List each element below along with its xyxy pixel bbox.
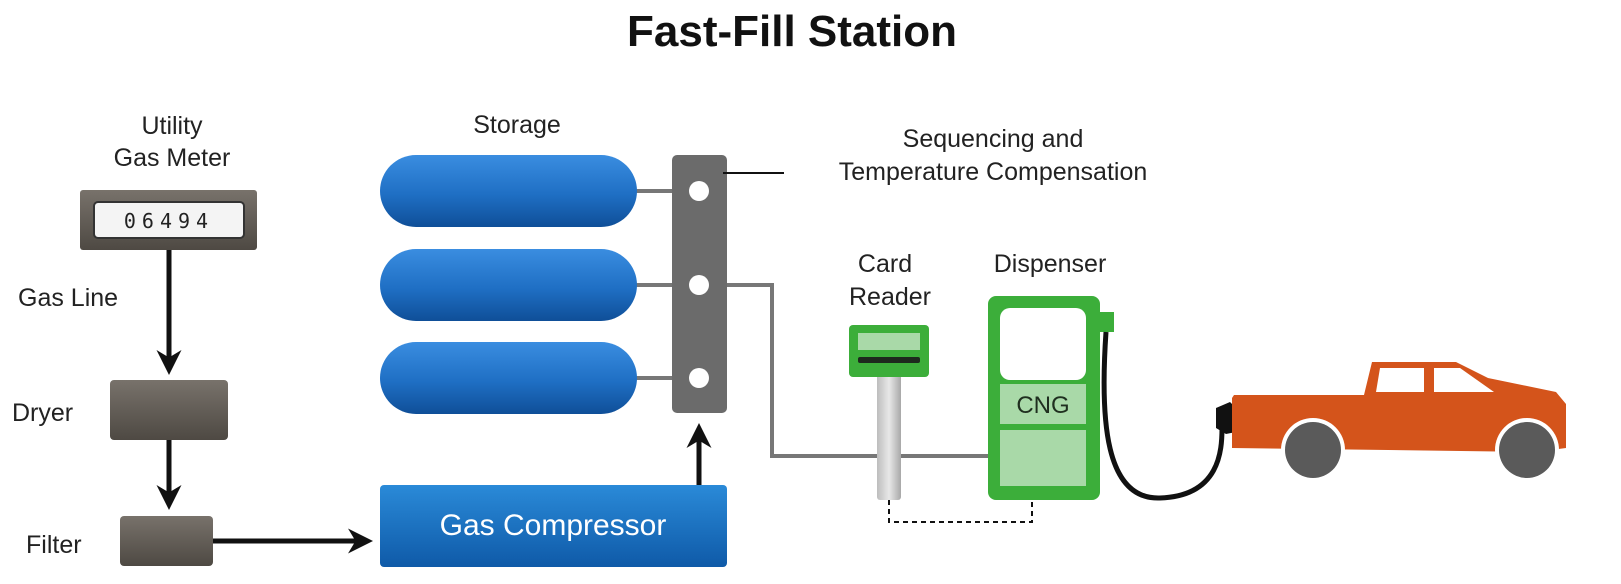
storage-tank-3 bbox=[380, 342, 637, 414]
dryer-label: Dryer bbox=[12, 399, 73, 427]
gas-line-label: Gas Line bbox=[18, 284, 118, 312]
nozzle-holder bbox=[1098, 312, 1114, 332]
utility-label-line2: Gas Meter bbox=[114, 144, 231, 172]
card-reader-head bbox=[849, 325, 929, 377]
filter-box bbox=[120, 516, 213, 566]
filter-label: Filter bbox=[26, 531, 82, 559]
card-reader bbox=[849, 325, 929, 500]
truck-window-front bbox=[1434, 368, 1494, 392]
valve-2 bbox=[689, 275, 709, 295]
valve-3 bbox=[689, 368, 709, 388]
meter-reading: 06494 bbox=[124, 209, 214, 233]
fuel-nozzle bbox=[1216, 402, 1236, 434]
sequencing-label-line1: Sequencing and bbox=[903, 125, 1084, 153]
valve-1 bbox=[689, 181, 709, 201]
gas-compressor: Gas Compressor bbox=[380, 485, 727, 567]
dispenser: CNG bbox=[988, 296, 1114, 500]
sequencing-manifold bbox=[672, 155, 727, 413]
truck-wheel-rear bbox=[1285, 422, 1341, 478]
truck-wheel-front bbox=[1499, 422, 1555, 478]
fuel-hose bbox=[1101, 331, 1225, 501]
sequencing-label-line2: Temperature Compensation bbox=[839, 158, 1148, 186]
card-reader-label-line1: Card bbox=[858, 250, 912, 278]
storage-label: Storage bbox=[473, 111, 561, 139]
utility-label-line1: Utility bbox=[141, 112, 203, 140]
cng-label: CNG bbox=[1016, 392, 1069, 419]
gas-meter: 06494 bbox=[80, 190, 257, 250]
dispenser-label: Dispenser bbox=[994, 250, 1107, 278]
card-reader-pole bbox=[877, 372, 901, 500]
storage-tank-2 bbox=[380, 249, 637, 321]
card-reader-label-line2: Reader bbox=[849, 283, 931, 311]
diagram-title: Fast-Fill Station bbox=[627, 7, 957, 56]
gas-compressor-label: Gas Compressor bbox=[440, 509, 667, 542]
pickup-truck bbox=[1232, 362, 1566, 482]
truck-window-rear bbox=[1376, 368, 1424, 392]
data-link-dashed bbox=[888, 500, 1033, 523]
storage-tank-1 bbox=[380, 155, 637, 227]
dryer-box bbox=[110, 380, 228, 440]
